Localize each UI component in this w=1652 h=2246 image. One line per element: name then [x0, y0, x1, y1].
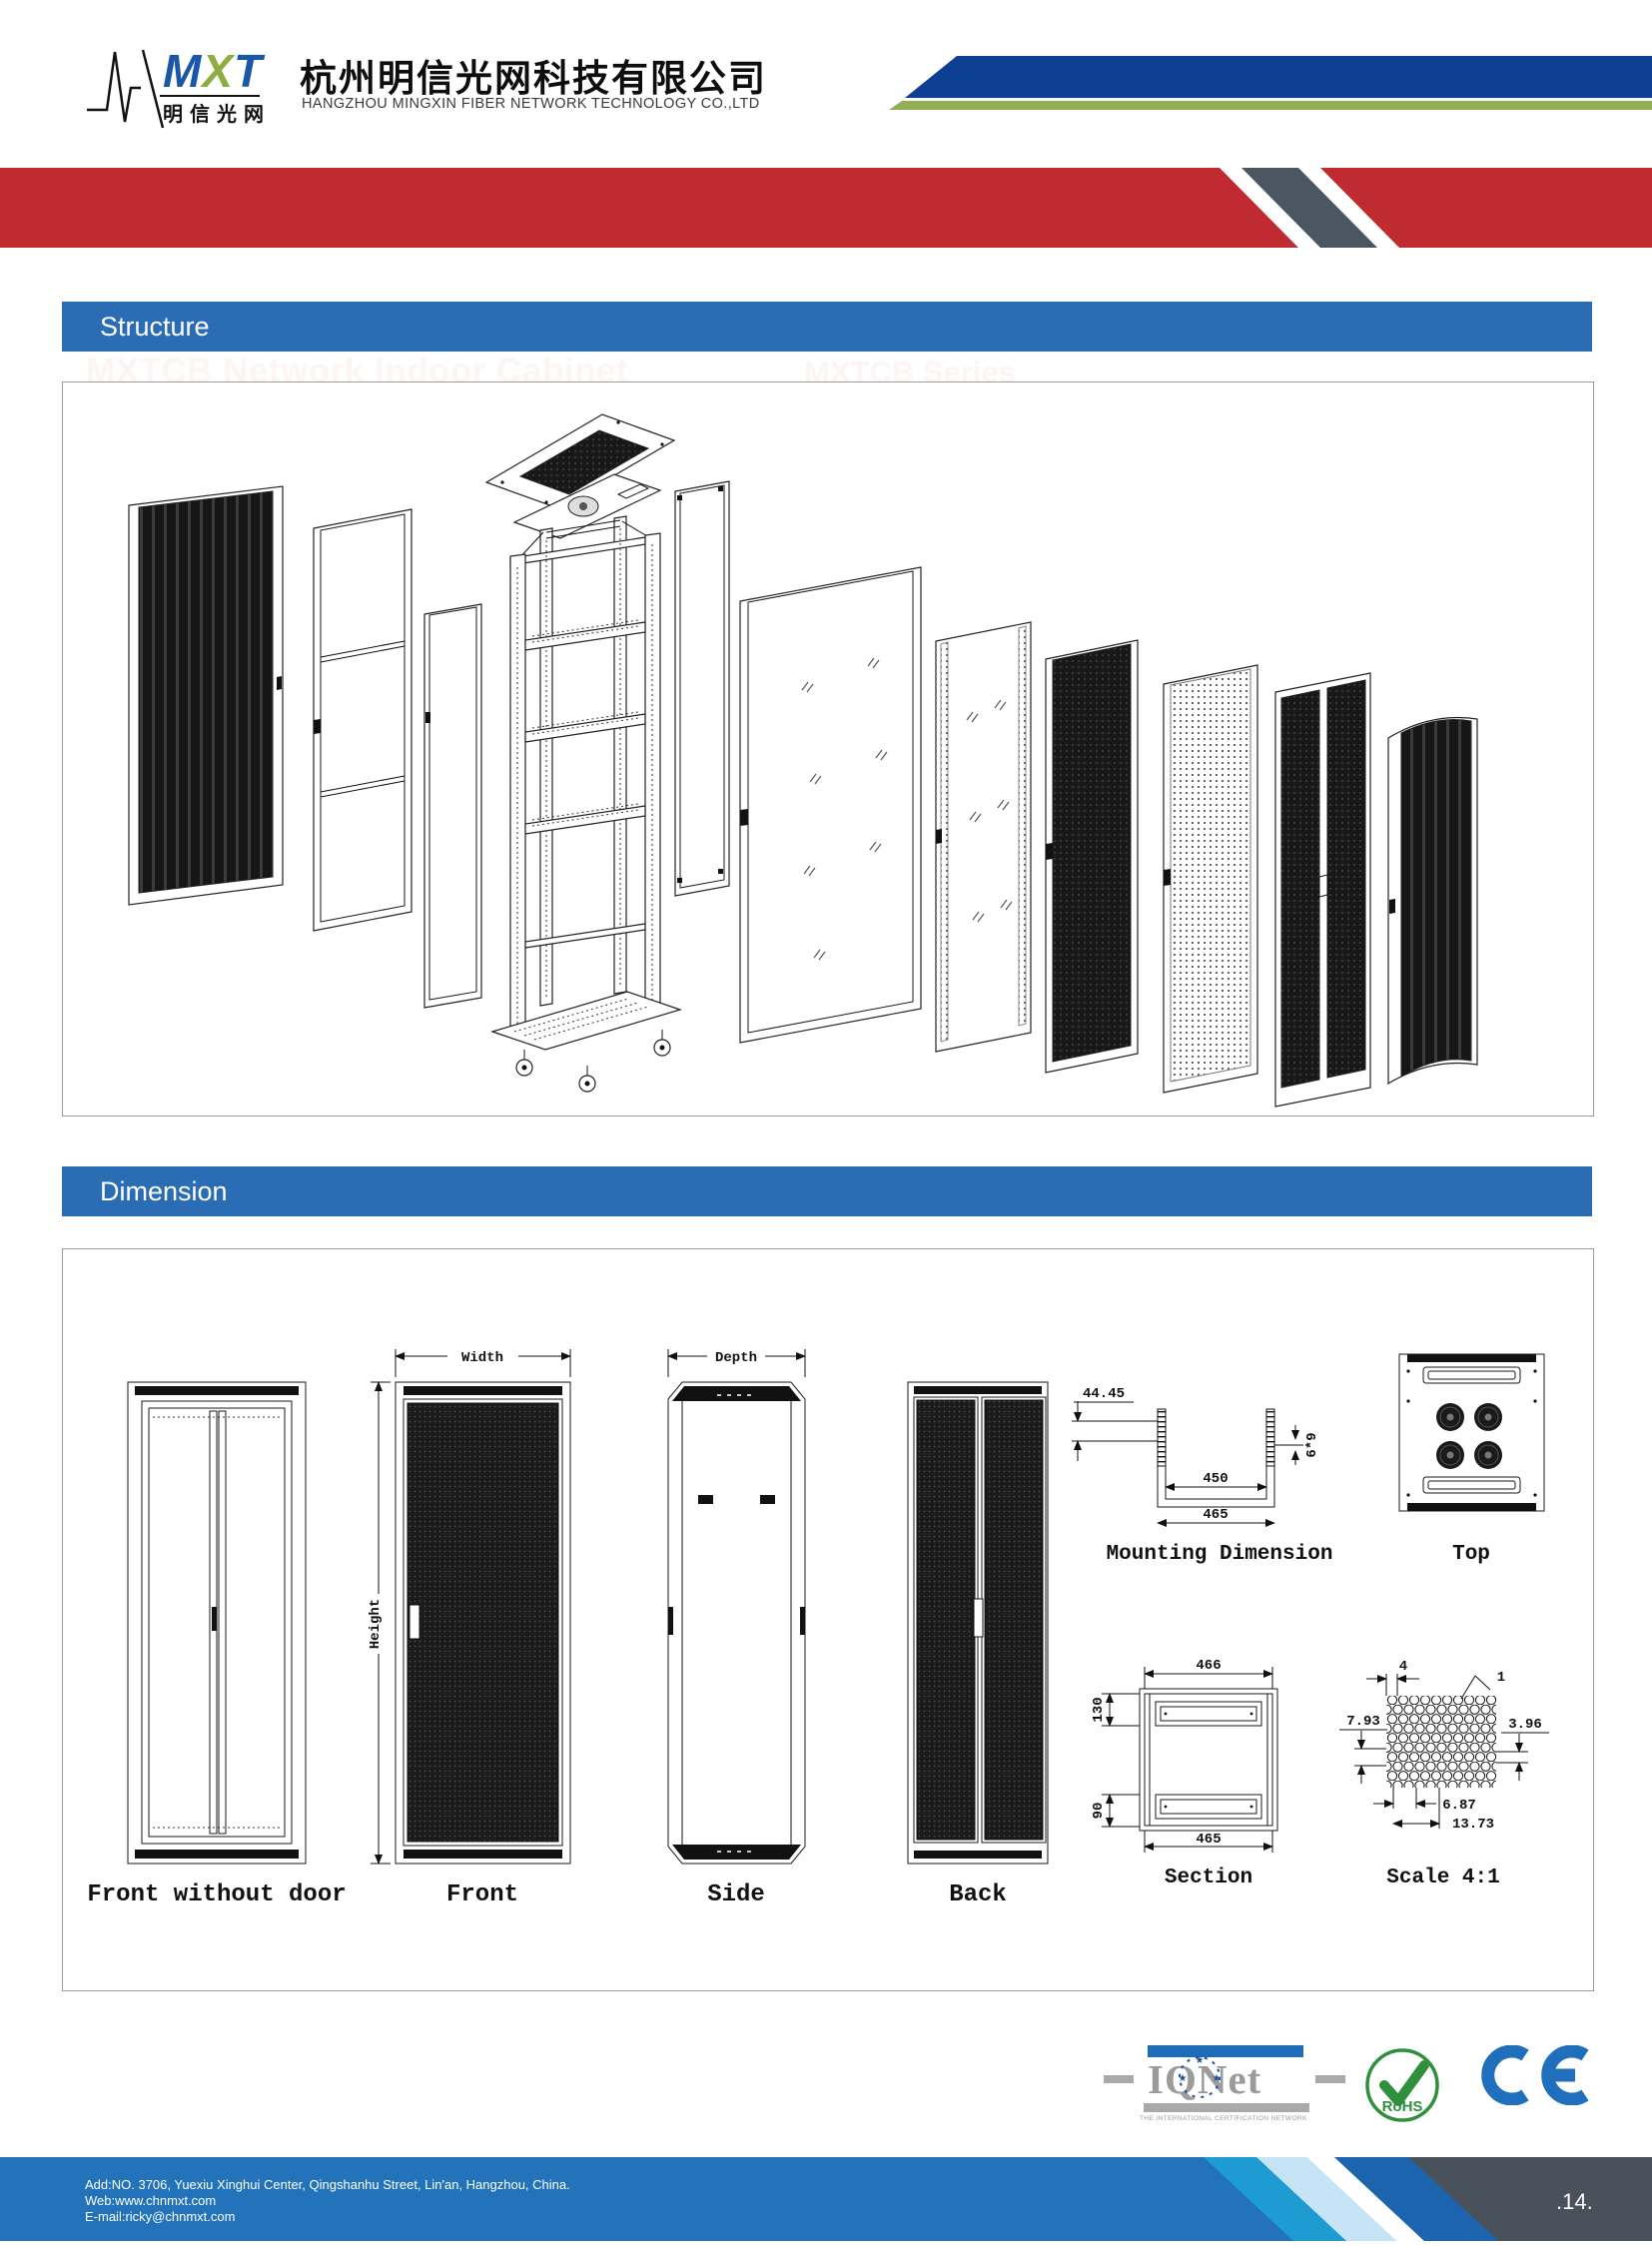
view-label: Front — [446, 1881, 518, 1908]
fan-tray — [512, 473, 662, 539]
ce-mark — [1481, 2045, 1589, 2105]
company-name-chinese: 杭州明信光网科技有限公司 — [300, 58, 767, 99]
top-title: Top — [1452, 1543, 1490, 1566]
logo-chinese-name: 明信光网 — [163, 104, 271, 126]
svg-text:★: ★ — [1213, 2073, 1222, 2084]
view-back: Back — [907, 1381, 1049, 1908]
caster-wheel — [515, 1050, 533, 1077]
view-scale: 4 1 7.93 3.96 6.87 13.73 Scale 4:1 — [1339, 1659, 1549, 1889]
footer-background — [0, 2157, 1652, 2241]
width-dim-label: Width — [461, 1350, 503, 1366]
page-footer: Add:NO. 3706, Yuexiu Xinghui Center, Qin… — [0, 2157, 1652, 2241]
mount-outer-dim: 465 — [1203, 1507, 1228, 1523]
iqnet-wordmark: IQNet — [1148, 2056, 1262, 2102]
view-front-without-door: Front without door — [87, 1381, 347, 1908]
iqnet-logo: IQNet ★ ★ ★ THE INTERNATIONAL CERTIFICAT… — [1104, 2045, 1345, 2125]
iqnet-top-bar — [1148, 2045, 1303, 2057]
section-width-top-dim: 466 — [1196, 1658, 1221, 1674]
section-width-bottom-dim: 465 — [1196, 1832, 1221, 1848]
iqnet-dash-right — [1315, 2075, 1345, 2083]
logo-letter-t: T — [234, 45, 264, 97]
side-panel-right — [674, 480, 730, 897]
main-frame — [490, 515, 682, 1093]
footer-address: Add:NO. 3706, Yuexiu Xinghui Center, Qin… — [85, 2177, 570, 2192]
view-label: Back — [949, 1881, 1007, 1908]
hole-d-dim: 13.73 — [1452, 1817, 1494, 1833]
footer-email: E-mail:ricky@chnmxt.com — [85, 2209, 236, 2224]
view-label: Front without door — [87, 1881, 346, 1908]
title-banner: MXTCB Network Indoor Cabinet MXTCB Serie… — [0, 168, 1652, 390]
footer-web: Web:www.chnmxt.com — [85, 2193, 217, 2208]
view-top: Top — [1398, 1353, 1545, 1566]
rohs-text: RoHS — [1382, 2098, 1423, 2115]
page-number: .14. — [1556, 2189, 1593, 2214]
iqnet-subtitle: THE INTERNATIONAL CERTIFICATION NETWORK — [1140, 2115, 1307, 2122]
svg-text:★: ★ — [1196, 2055, 1205, 2066]
depth-dim-label: Depth — [715, 1350, 757, 1366]
caster-wheel — [578, 1066, 596, 1093]
hole-a-dim: 7.93 — [1346, 1714, 1380, 1730]
hole-pitch-dim: 4 — [1399, 1659, 1407, 1675]
logo-mxt: MXT — [163, 44, 263, 98]
mounting-title: Mounting Dimension — [1107, 1543, 1333, 1566]
height-dim-label: Height — [368, 1599, 384, 1649]
iqnet-dash-left — [1104, 2075, 1134, 2083]
scale-title: Scale 4:1 — [1386, 1867, 1499, 1889]
shelf — [524, 803, 646, 835]
dimension-drawing-box: Front without door Width Height Front De… — [62, 1248, 1594, 1991]
hole-b-dim: 3.96 — [1508, 1717, 1542, 1733]
company-name-english: HANGZHOU MINGXIN FIBER NETWORK TECHNOLOG… — [302, 96, 760, 112]
view-section: 466 130 90 465 Section — [1091, 1658, 1278, 1889]
mount-offset-dim: 44.45 — [1083, 1386, 1125, 1402]
mount-slot-dim: 6*9 — [1304, 1432, 1320, 1457]
shelf — [524, 619, 646, 651]
dimension-section-header: Dimension — [62, 1166, 1592, 1216]
side-panel-left — [423, 603, 482, 1009]
view-front: Width Height Front — [368, 1349, 571, 1908]
view-label: Side — [707, 1881, 765, 1908]
logo-pulse-icon — [87, 49, 165, 129]
logo-letter-x: X — [202, 45, 235, 97]
perforated-door-light — [1163, 664, 1258, 1094]
banner-background — [0, 168, 1652, 248]
logo-divider — [160, 95, 260, 97]
rohs-logo: RoHS — [1365, 2048, 1439, 2122]
shelf — [524, 711, 646, 743]
hole-ref-dim: 1 — [1497, 1670, 1505, 1686]
section-top-dim: 130 — [1091, 1697, 1107, 1722]
page-header: MXT 明信光网 杭州明信光网科技有限公司 HANGZHOU MINGXIN F… — [0, 0, 1652, 160]
view-mounting-dimension: 450 465 44.45 6*9 Mounting Dimension — [1072, 1386, 1332, 1566]
glass-frame-panel — [313, 508, 413, 932]
structure-drawing-box — [62, 381, 1594, 1117]
glass-door-wide — [739, 566, 922, 1044]
fan-icon — [1436, 1403, 1464, 1431]
fan-icon — [1436, 1441, 1464, 1469]
section-title: Section — [1165, 1867, 1252, 1889]
structure-section-header: Structure — [62, 302, 1592, 352]
exploded-view-drawing — [128, 413, 1478, 1108]
view-side: Depth Side — [667, 1349, 806, 1908]
iqnet-bottom-bar — [1144, 2103, 1309, 2112]
mesh-door-left — [128, 485, 284, 906]
dimension-drawing: Front without door Width Height Front De… — [87, 1349, 1549, 1908]
curved-mesh-door — [1387, 716, 1478, 1086]
fan-icon — [1474, 1403, 1502, 1431]
caster-wheel — [653, 1030, 671, 1057]
hole-c-dim: 6.87 — [1442, 1798, 1476, 1814]
top-cover-panel — [484, 413, 676, 509]
iqnet-stars-icon: ★ ★ ★ — [1179, 2055, 1222, 2098]
mesh-door-dark — [1045, 639, 1139, 1074]
logo-letter-m: M — [163, 45, 203, 97]
glass-door-vented — [935, 621, 1032, 1053]
fan-icon — [1474, 1441, 1502, 1469]
section-bottom-dim: 90 — [1091, 1803, 1107, 1820]
header-ribbon-icon — [889, 56, 1652, 110]
double-mesh-door — [1274, 672, 1371, 1108]
mount-inner-dim: 450 — [1203, 1471, 1228, 1487]
svg-text:★: ★ — [1179, 2073, 1188, 2084]
